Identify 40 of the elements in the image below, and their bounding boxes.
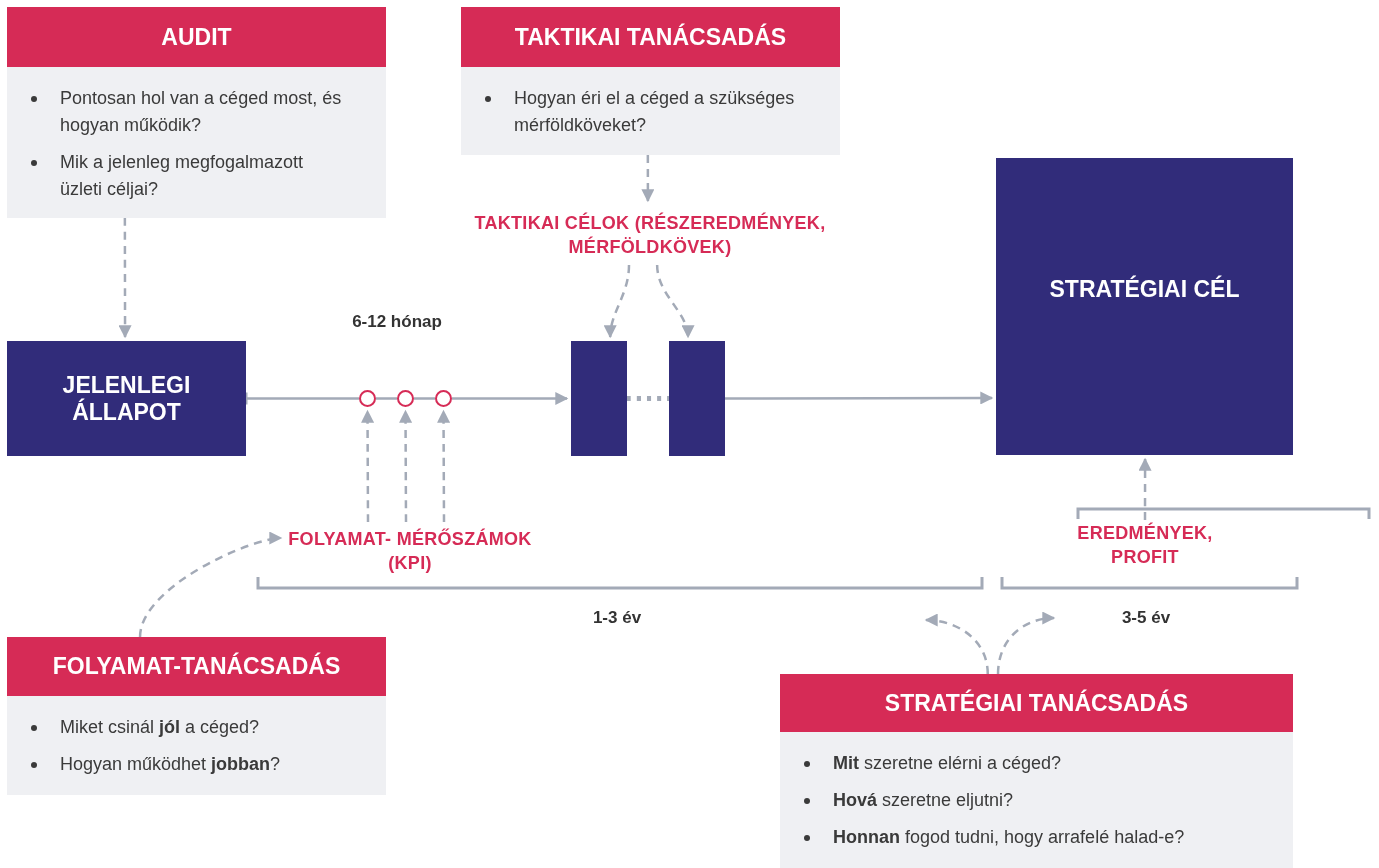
info-card [7,7,386,218]
arrow [655,264,694,339]
duration-label: 1-3 év [592,607,642,630]
question-text: Mik a jelenleg megfogalmazott üzleti céljai? [60,152,304,199]
card-header: AUDIT [7,7,386,67]
question-text: Hogyan éri el a céged a szükséges mérföldköveket? [514,88,795,135]
phase-bar [669,341,725,456]
info-card [7,637,386,795]
arrow [361,409,375,522]
dotted-connector [627,396,669,401]
duration-label: 6-12 hónap [352,311,442,334]
question-text: Honnan fogod tudni, hogy arrafelé halad-e? [833,827,1185,847]
arrow [138,532,283,638]
question-text: Mit szeretne elérni a céged? [833,753,1062,773]
arrow [1138,457,1152,520]
arrow [118,218,132,339]
arrow [604,264,631,339]
milestone-label: EREDMÉNYEK, PROFIT [1055,520,1235,570]
info-card [461,7,840,155]
question-text: Hogyan működhet jobban? [60,754,281,774]
arrow [924,614,989,675]
goal-block: STRATÉGIAI CÉL [996,158,1293,455]
arrow [725,391,994,405]
question-text: Pontosan hol van a céged most, és hogyan működik? [60,88,342,135]
milestone-label: FOLYAMAT- MÉRŐSZÁMOK (KPI) [285,522,535,580]
phase-bar [571,341,627,456]
arrow [996,612,1056,675]
arrow [452,392,569,405]
question-text: Hová szeretne eljutni? [833,790,1014,810]
milestone-label: TAKTIKAI CÉLOK (RÉSZEREDMÉNYEK, MÉRFÖLDKÖVEK) [440,205,860,265]
question-text: Miket csinál jól a céged? [60,717,260,737]
card-header: FOLYAMAT-TANÁCSADÁS [7,637,386,696]
card-header: STRATÉGIAI TANÁCSADÁS [780,674,1293,732]
card-header: TAKTIKAI TANÁCSADÁS [461,7,840,67]
arrow [399,409,413,522]
goal-block: JELENLEGI ÁLLAPOT [7,341,246,456]
info-card [780,674,1293,868]
duration-label: 3-5 év [1121,607,1171,630]
arrow [437,409,451,522]
arrow [641,155,655,203]
